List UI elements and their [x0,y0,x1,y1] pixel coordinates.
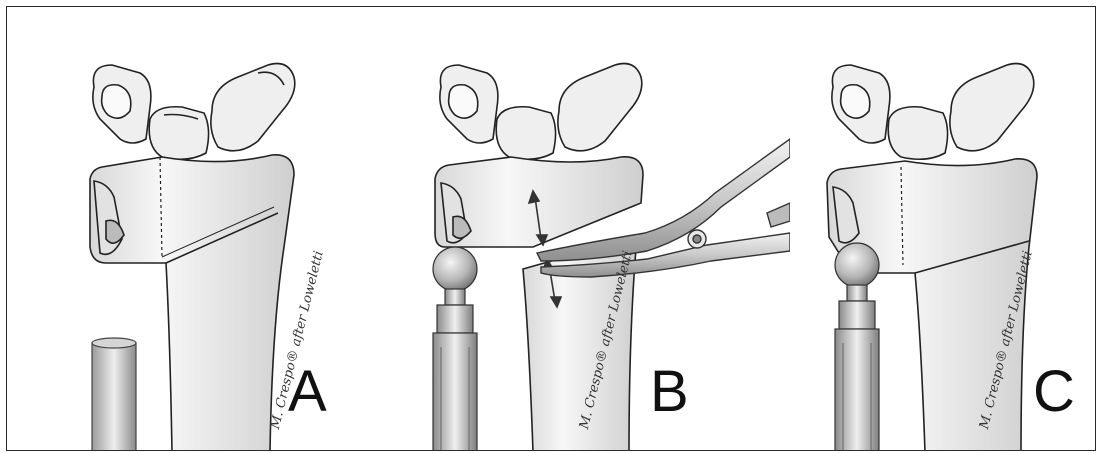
panel-b: M. Crespo® after Loweletti B [415,7,790,451]
carpal-bones [832,64,1034,160]
figure-frame: M. Crespo® after Loweletti A [6,6,1096,451]
panel-label-a: A [288,363,327,421]
panel-label-c: C [1033,363,1075,421]
carpal-bones [93,64,295,160]
panel-label-b: B [650,363,689,421]
rod-implant [92,338,136,451]
panel-a: M. Crespo® after Loweletti A [62,7,362,451]
radius-distal-fragment [435,157,643,247]
ball-head-implant [433,247,477,451]
ball-head-implant [835,243,879,451]
carpal-bones [440,64,642,160]
panel-c: M. Crespo® after Loweletti C [815,7,1095,451]
